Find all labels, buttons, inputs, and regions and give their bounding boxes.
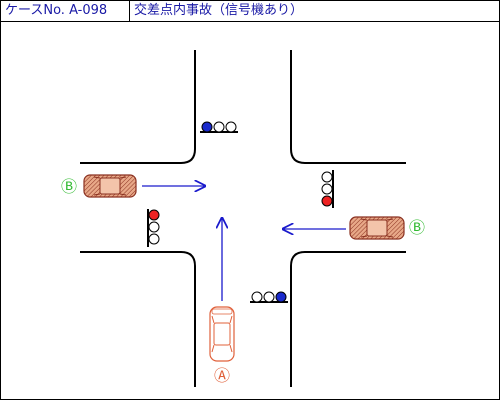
signal-west bbox=[147, 209, 160, 247]
vehicle-a-label: Ⓐ bbox=[214, 366, 231, 385]
road-corner-bottom-left bbox=[80, 251, 196, 387]
road-edges bbox=[80, 50, 406, 387]
road-corner-top-left bbox=[80, 50, 196, 164]
signal-west-blue-lamp bbox=[148, 233, 160, 245]
signal-west-yellow-lamp bbox=[148, 221, 160, 233]
signal-south bbox=[250, 291, 288, 303]
signal-north bbox=[200, 121, 238, 133]
road-corner-top-right bbox=[290, 50, 406, 164]
signal-south-red-lamp bbox=[251, 291, 263, 303]
signal-east bbox=[321, 170, 334, 208]
signal-east-blue-lamp bbox=[321, 171, 333, 183]
vehicle-b-right-label: Ⓑ bbox=[409, 218, 426, 237]
case-number: ケースNo. A-098 bbox=[1, 1, 130, 21]
signal-north-yellow-lamp bbox=[213, 121, 225, 133]
signal-west-red-lamp bbox=[148, 209, 160, 221]
vehicle-b-right-car-icon bbox=[349, 216, 405, 240]
vehicle-b-left-car-icon bbox=[83, 174, 137, 198]
signal-east-yellow-lamp bbox=[321, 183, 333, 195]
signal-north-blue-lamp bbox=[201, 121, 213, 133]
vehicle-a-car-icon bbox=[209, 306, 235, 362]
signal-south-blue-lamp bbox=[275, 291, 287, 303]
case-title: 交差点内事故（信号機あり） bbox=[134, 3, 304, 18]
vehicle-b-left-label: Ⓑ bbox=[61, 177, 78, 196]
signal-east-red-lamp bbox=[321, 195, 333, 207]
header-bar: ケースNo. A-098 交差点内事故（信号機あり） bbox=[1, 1, 499, 22]
signal-north-red-lamp bbox=[225, 121, 237, 133]
signal-south-yellow-lamp bbox=[263, 291, 275, 303]
road-corner-bottom-right bbox=[290, 251, 406, 387]
